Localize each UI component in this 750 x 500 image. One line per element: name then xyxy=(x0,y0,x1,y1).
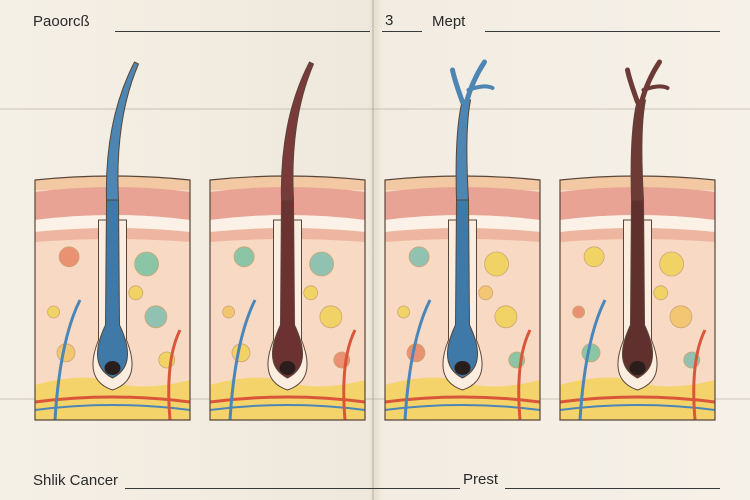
hair-bulb xyxy=(272,199,303,379)
header-right-label: Mept xyxy=(432,13,466,30)
cell-bubble xyxy=(659,251,684,277)
blood-vessel xyxy=(692,329,707,420)
cell-bubble xyxy=(478,285,494,301)
hair-bulb xyxy=(97,199,128,379)
header-left-rule xyxy=(115,31,370,32)
hair-bulb xyxy=(622,199,653,379)
cell-bubble xyxy=(653,285,669,301)
footer-left-rule xyxy=(125,488,460,489)
dermal-papilla xyxy=(279,361,296,375)
panel-outline xyxy=(34,175,191,421)
panel-layers xyxy=(35,176,190,420)
blood-vessel xyxy=(403,299,432,420)
cell-bubble xyxy=(233,246,255,268)
hair-shaft xyxy=(280,61,315,201)
hair-shaft xyxy=(455,99,472,201)
blood-vessel xyxy=(210,404,365,411)
blood-vessel xyxy=(578,299,607,420)
blood-vessel xyxy=(35,395,190,404)
blood-vessel xyxy=(385,395,540,404)
skin-panel xyxy=(559,59,716,421)
blood-vessel xyxy=(167,329,182,420)
hair-split-end xyxy=(641,84,670,92)
cell-bubble xyxy=(494,305,518,329)
cell-bubble xyxy=(397,305,411,319)
cell-bubble xyxy=(319,305,343,329)
header-center-rule xyxy=(382,31,422,32)
blood-vessel xyxy=(560,395,715,404)
blood-vessel xyxy=(35,404,190,411)
hair-split-end xyxy=(466,84,495,92)
paper-crease xyxy=(0,398,750,400)
skin-panel xyxy=(34,61,191,421)
blood-vessel xyxy=(560,404,715,411)
blood-vessel xyxy=(517,329,532,420)
panel-outline xyxy=(209,175,366,421)
cell-bubble xyxy=(309,251,335,277)
panel-outline xyxy=(384,175,541,421)
cell-bubble xyxy=(128,285,144,301)
blood-vessel xyxy=(228,299,257,420)
fat-layer xyxy=(385,377,540,420)
cell-bubble xyxy=(144,305,168,329)
dermal-papilla xyxy=(104,361,121,375)
fat-layer xyxy=(210,377,365,420)
hair-split-end xyxy=(464,59,487,105)
hair-bulb xyxy=(447,199,478,379)
cell-bubble xyxy=(58,246,80,268)
cell-bubble xyxy=(669,305,693,329)
fat-layer xyxy=(35,377,190,420)
cell-bubble xyxy=(583,246,605,268)
fat-layer xyxy=(560,377,715,420)
panel-layers xyxy=(385,176,540,420)
footer-right-label: Prest xyxy=(463,471,499,488)
panel-layers xyxy=(210,176,365,420)
cell-bubble xyxy=(408,246,430,268)
header-left-label: Paoorcß xyxy=(33,13,90,30)
dermal-papilla xyxy=(629,361,646,375)
cell-bubble xyxy=(303,285,319,301)
hair-shaft xyxy=(630,99,647,201)
panel-outline xyxy=(559,175,716,421)
blood-vessel xyxy=(385,404,540,411)
cell-bubble xyxy=(572,305,585,319)
blood-vessel xyxy=(342,329,357,420)
paper-crease xyxy=(372,0,374,500)
hair-split-end xyxy=(639,59,662,105)
cell-bubble xyxy=(222,305,236,319)
paper-crease xyxy=(0,108,750,110)
blood-vessel xyxy=(210,395,365,404)
blood-vessel xyxy=(53,299,82,420)
footer-right-rule xyxy=(505,488,720,489)
cell-bubble xyxy=(484,251,510,277)
header-center-number: 3 xyxy=(385,12,394,29)
skin-panel xyxy=(384,59,541,421)
footer-left-label: Shlik Cancer xyxy=(33,472,119,489)
hair-split-end xyxy=(450,67,465,105)
cell-bubble xyxy=(134,251,160,277)
hair-shaft xyxy=(105,61,140,201)
dermal-papilla xyxy=(454,361,471,375)
hair-split-end xyxy=(625,67,640,105)
panel-layers xyxy=(560,176,715,420)
skin-panel xyxy=(209,61,366,421)
header-right-rule xyxy=(485,31,720,32)
cell-bubble xyxy=(47,305,60,319)
